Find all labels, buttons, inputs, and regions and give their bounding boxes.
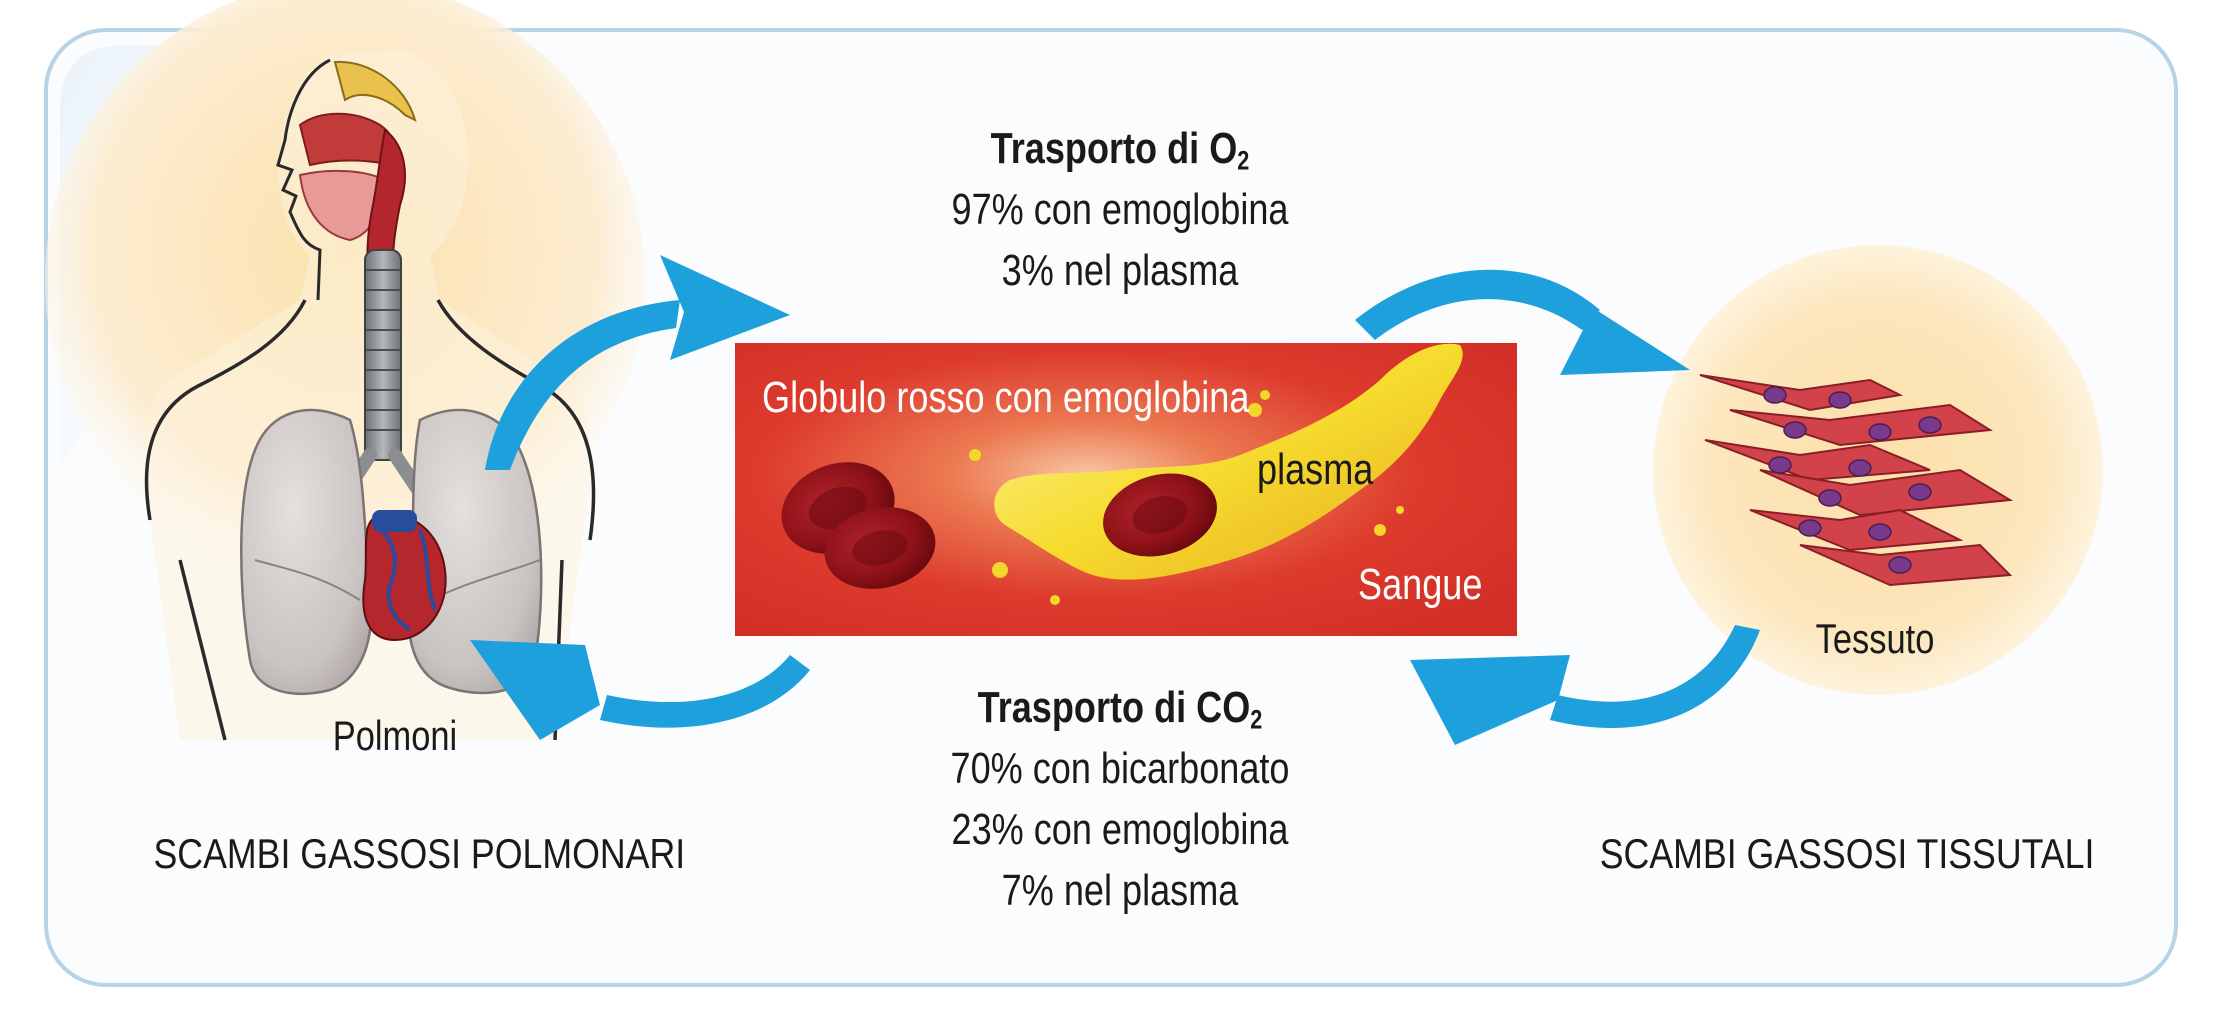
tissue-label: Tessuto <box>1815 615 1935 662</box>
o2-transport-block: Trasporto di O2 97% con emoglobina 3% ne… <box>948 118 1292 301</box>
cycle-arrows <box>470 255 1760 745</box>
arrow-blood-to-tissue <box>1355 269 1690 375</box>
arrow-tissue-to-blood <box>1410 625 1760 745</box>
coronary-vessels <box>373 523 437 632</box>
trachea-rings <box>366 269 400 431</box>
plasma-drop <box>1260 390 1270 400</box>
blood-panel <box>735 343 1517 636</box>
red-blood-cell <box>1103 473 1217 557</box>
cell-nuclei <box>1763 386 1942 574</box>
face-profile <box>276 58 331 301</box>
rbc-label: Globulo rosso con emoglobina <box>762 373 1250 422</box>
red-blood-cell <box>824 507 936 589</box>
co2-transport-block: Trasporto di CO2 70% con bicarbonato 23%… <box>923 677 1317 921</box>
plasma-drop <box>1050 595 1060 605</box>
plasma-drop <box>992 562 1008 578</box>
blood-label: Sangue <box>1358 560 1483 609</box>
co2-line-bicarbonate: 70% con bicarbonato <box>950 744 1290 793</box>
heart-vessel <box>372 510 417 532</box>
left-lung <box>240 408 373 695</box>
tissue-illustration <box>1653 245 2103 695</box>
co2-line-hemoglobin: 23% con emoglobina <box>951 805 1289 854</box>
left-arm-line <box>178 559 227 741</box>
left-shoulder-outline <box>144 299 307 521</box>
o2-title: Trasporto di O2 <box>990 124 1250 176</box>
lungs-label: Polmoni <box>332 712 458 759</box>
trachea <box>364 249 402 461</box>
o2-line-hemoglobin: 97% con emoglobina <box>951 185 1289 234</box>
o2-line-plasma: 3% nel plasma <box>1001 246 1239 295</box>
arrow-blood-to-lungs <box>470 640 810 740</box>
tissue-exchange-title: SCAMBI GASSOSI TISSUTALI <box>1599 830 2095 877</box>
plasma-drop <box>969 449 981 461</box>
co2-title: Trasporto di CO2 <box>977 683 1263 735</box>
co2-line-plasma: 7% nel plasma <box>1001 866 1239 915</box>
plasma-label: plasma <box>1257 445 1374 494</box>
arrow-lungs-to-blood <box>485 255 790 470</box>
pulmonary-exchange-title: SCAMBI GASSOSI POLMONARI <box>153 830 686 877</box>
sinus-region <box>333 60 417 122</box>
plasma-drop <box>1374 524 1386 536</box>
plasma-drop <box>1396 506 1404 514</box>
plasma-drop <box>1248 403 1262 417</box>
